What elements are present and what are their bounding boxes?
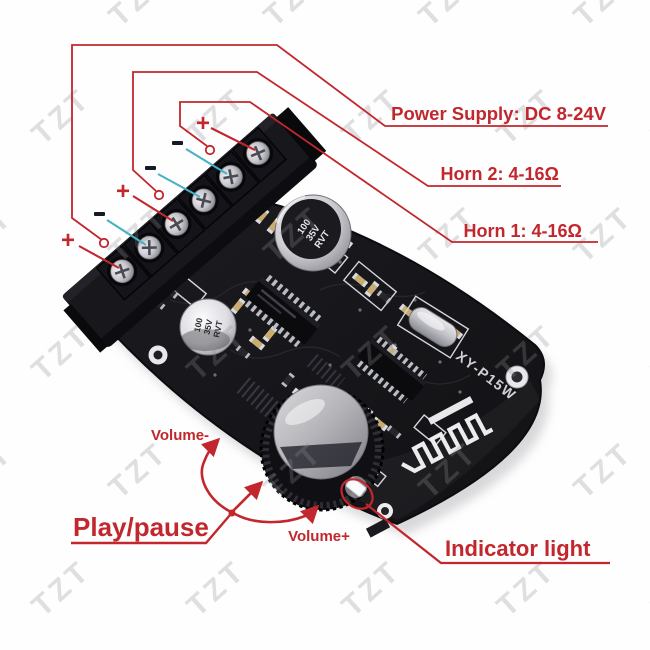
horn2-callout: Horn 2: 4-16Ω	[132, 71, 561, 201]
plus-symbol-2: +	[116, 178, 130, 205]
tzt-watermark: TZT	[0, 0, 19, 33]
plus-symbol-1: +	[61, 227, 75, 254]
minus-symbol-1	[94, 212, 105, 216]
minus-symbol-2	[145, 166, 156, 170]
tzt-watermark: TZT	[646, 82, 650, 151]
volume-minus-arrow	[200, 437, 232, 514]
tzt-watermark: TZT	[336, 554, 408, 623]
indicator-light-callout: Indicator light	[340, 478, 610, 565]
tzt-watermark: TZT	[0, 436, 19, 505]
volume-plus-label: Volume+	[288, 528, 350, 545]
power-supply-callout: Power Supply: DC 8-24V	[71, 44, 608, 249]
minus-symbol-3	[172, 141, 183, 145]
plus-symbol-3: +	[196, 110, 210, 137]
bluetooth-chip	[356, 336, 428, 404]
tzt-watermark: TZT	[413, 0, 485, 33]
power-terminal-marker	[98, 237, 110, 249]
tzt-watermark: TZT	[258, 0, 330, 33]
volume-minus-label: Volume-	[151, 427, 209, 444]
edge-tab	[365, 518, 391, 538]
annotation-overlay: Power Supply: DC 8-24V Horn 2: 4-16Ω Hor…	[61, 44, 610, 565]
horn1-label: Horn 1: 4-16Ω	[464, 221, 582, 241]
tzt-watermark: TZT	[646, 318, 650, 387]
tzt-watermark: TZT	[181, 554, 253, 623]
tzt-watermark: TZT	[491, 554, 563, 623]
bluetooth-antenna	[401, 396, 494, 474]
knob-gesture-arrows: Volume- Volume+	[151, 427, 350, 545]
polarity-wires: + + +	[61, 110, 256, 269]
capacitor-2: 100 35V RVT	[179, 298, 237, 356]
play-pause-arrow	[232, 480, 264, 512]
indicator-circle-marker	[340, 478, 374, 510]
capacitor-1: 100 35V RVT	[274, 194, 352, 272]
capacitor-2-voltage: 35V	[202, 318, 215, 335]
indicator-light-label: Indicator light	[445, 536, 591, 561]
tzt-watermark: TZT	[26, 82, 98, 151]
volume-plus-arrow	[234, 504, 320, 525]
tzt-watermark: TZT	[103, 436, 175, 505]
horn2-terminal-marker	[153, 189, 165, 201]
trace-fan	[236, 377, 287, 424]
tzt-watermark: TZT	[646, 554, 650, 623]
mounting-holes	[148, 345, 529, 519]
crystal-oscillator	[396, 295, 470, 359]
play-pause-label: Play/pause	[73, 512, 209, 542]
horn2-label: Horn 2: 4-16Ω	[441, 164, 559, 184]
trace-fan-2	[306, 353, 346, 391]
tzt-watermark: TZT	[568, 0, 640, 33]
power-supply-label: Power Supply: DC 8-24V	[391, 103, 607, 124]
amplifier-chip	[244, 274, 322, 348]
capacitor-2-series: RVT	[211, 319, 224, 338]
tzt-watermark: TZT	[568, 436, 640, 505]
tzt-watermark: TZT	[26, 554, 98, 623]
horn1-terminal-marker	[204, 144, 216, 156]
tzt-watermark: TZT	[103, 0, 175, 33]
pcb-outline	[88, 200, 545, 526]
capacitor-2-value: 100	[192, 317, 205, 333]
screw-terminal-block	[62, 107, 327, 353]
tzt-watermark: TZT	[0, 200, 19, 269]
play-pause-callout: Play/pause	[71, 512, 231, 545]
horn1-callout: Horn 1: 4-16Ω	[179, 101, 598, 243]
